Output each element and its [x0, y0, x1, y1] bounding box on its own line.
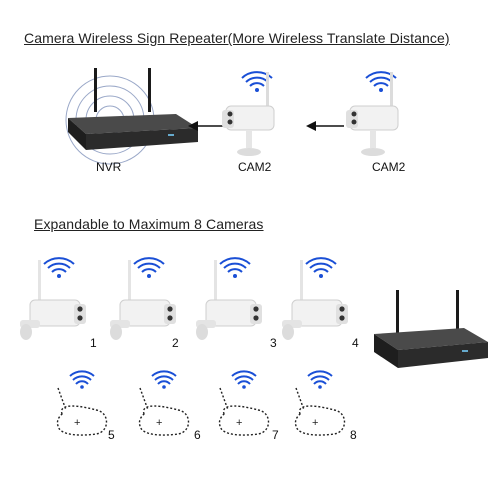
camera-placeholder-6: +	[134, 370, 194, 444]
wifi-icon	[307, 370, 333, 385]
camera-placeholder-8: +	[290, 370, 350, 444]
arrow-cam-to-nvr	[188, 120, 228, 132]
camera-top-a	[222, 71, 292, 164]
wifi-icon	[305, 257, 337, 273]
cam-label-b: CAM2	[372, 160, 406, 174]
wifi-icon	[219, 257, 251, 273]
camera-placeholder-5: +	[52, 370, 112, 444]
camera-number-1: 1	[90, 336, 97, 350]
placeholder-number-6: 6	[194, 428, 201, 442]
arrow-cam-to-cam	[306, 120, 346, 132]
camera-number-4: 4	[352, 336, 359, 350]
wifi-icon	[69, 370, 95, 385]
svg-text:+: +	[236, 417, 242, 429]
camera-3	[196, 257, 266, 342]
nvr-label: NVR	[96, 160, 122, 174]
camera-top-b	[346, 71, 416, 164]
nvr-recorder	[58, 62, 208, 172]
wifi-icon	[151, 370, 177, 385]
camera-1	[20, 257, 90, 342]
camera-number-2: 2	[172, 336, 179, 350]
top-caption: Camera Wireless Sign Repeater(More Wirel…	[24, 30, 450, 46]
placeholder-number-8: 8	[350, 428, 357, 442]
wifi-icon	[43, 257, 75, 273]
svg-text:+: +	[74, 417, 80, 429]
svg-text:+: +	[312, 417, 318, 429]
placeholder-number-5: 5	[108, 428, 115, 442]
wifi-icon	[231, 370, 257, 385]
wifi-icon	[133, 257, 165, 273]
placeholder-number-7: 7	[272, 428, 279, 442]
camera-4	[282, 257, 352, 342]
camera-2	[110, 257, 180, 342]
camera-number-3: 3	[270, 336, 277, 350]
bottom-caption: Expandable to Maximum 8 Cameras	[34, 216, 264, 232]
nvr-recorder-bottom	[372, 288, 492, 378]
svg-text:+: +	[156, 417, 162, 429]
camera-placeholder-7: +	[214, 370, 274, 444]
cam-label-a: CAM2	[238, 160, 272, 174]
